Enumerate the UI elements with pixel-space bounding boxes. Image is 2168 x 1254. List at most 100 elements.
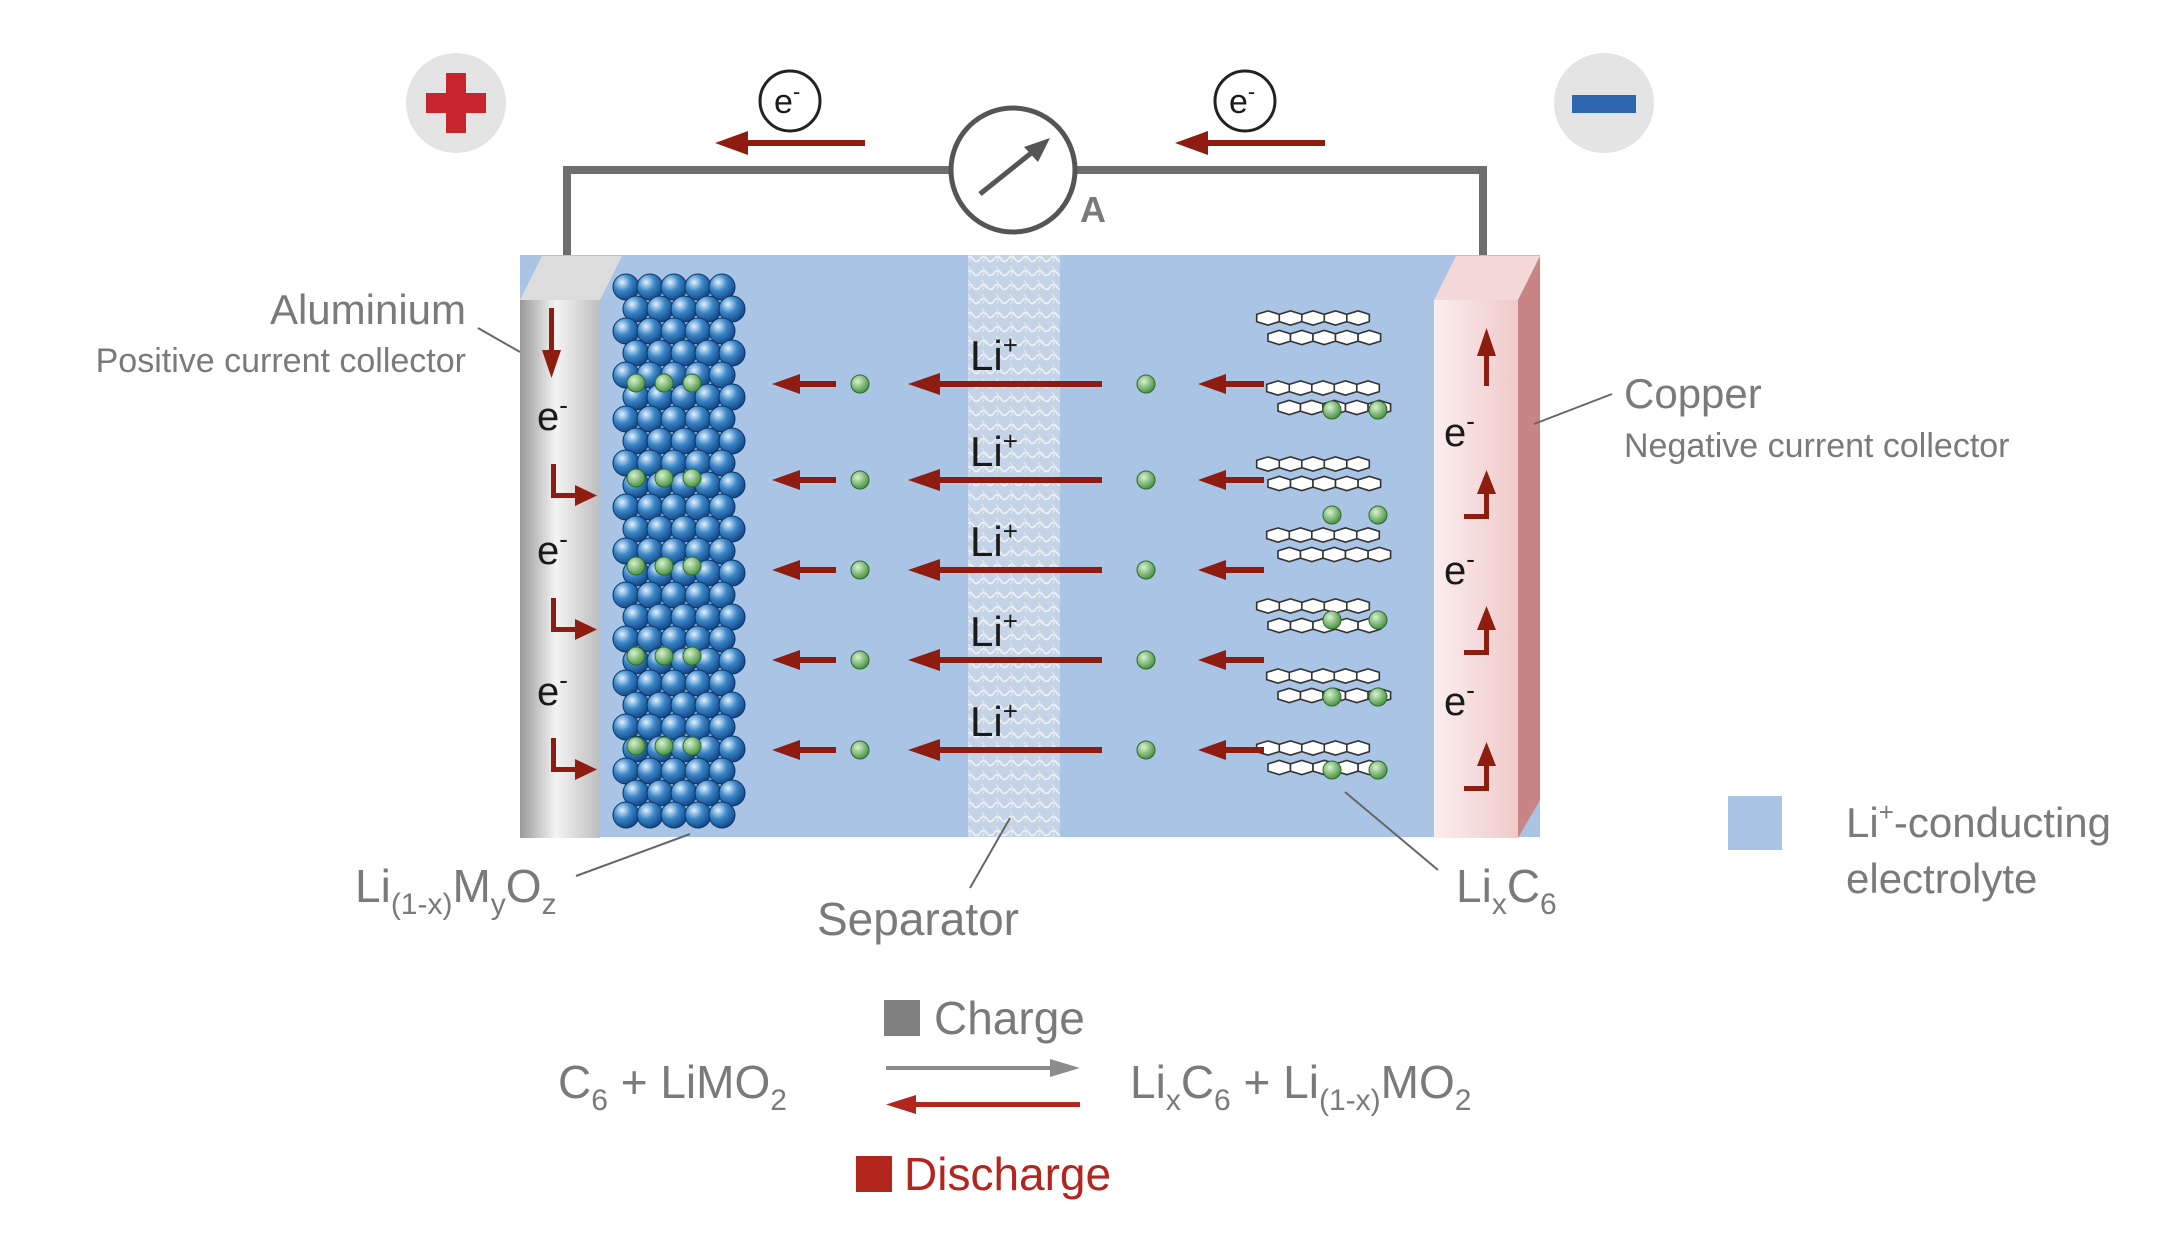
lithium-ion: [1368, 400, 1388, 420]
ammeter: A: [948, 105, 1106, 235]
lithium-ion: [654, 646, 674, 666]
positive-terminal: [406, 53, 506, 153]
reaction-left: C6 + LiMO2: [558, 1056, 787, 1117]
electron-label: e-: [1444, 406, 1475, 455]
graphite-layer: [1255, 310, 1382, 346]
wire-electron-right: e-: [1213, 69, 1277, 133]
metal-oxide-sphere: [612, 801, 640, 829]
li-ion-label: Li+: [970, 516, 1018, 565]
lithium-ion: [1368, 610, 1388, 630]
wire-electron-flow-arrows: [715, 131, 1325, 155]
graphite-layer: [1255, 456, 1382, 492]
discharge-arrow: [886, 1095, 1080, 1114]
li-ion-label: Li+: [970, 330, 1018, 379]
graphite-layer: [1265, 380, 1392, 416]
aluminium-current-collector: [520, 256, 622, 838]
copper-label: Copper: [1624, 370, 1762, 417]
lithium-ion: [1322, 610, 1342, 630]
electron-flow-arrow: [1464, 606, 1496, 655]
lithium-ion: [626, 736, 646, 756]
lithium-ion: [1322, 687, 1342, 707]
electron-label: e-: [1444, 675, 1475, 724]
ion-flow-row: Li+: [772, 330, 1264, 395]
lithium-ion: [1136, 374, 1156, 394]
lithium-ion: [654, 373, 674, 393]
ion-flow-row: Li+: [772, 606, 1264, 671]
metal-oxide-sphere: [684, 801, 712, 829]
lithium-ion: [682, 373, 702, 393]
electron-label: e-: [537, 524, 568, 573]
lithium-ion: [1136, 470, 1156, 490]
electron-flow-arrow: [1464, 742, 1496, 791]
electron-flow-arrow: [1477, 328, 1496, 386]
lithium-ion: [682, 468, 702, 488]
lithium-ion: [850, 374, 870, 394]
leader-lines: [477, 327, 1613, 889]
negative-terminal: [1554, 53, 1654, 153]
separator: [968, 255, 1060, 837]
lithium-ion: [626, 373, 646, 393]
electron-flow-arrow: [1464, 470, 1496, 519]
lithium-ion: [654, 468, 674, 488]
lithium-ion: [682, 556, 702, 576]
aluminium-label: Aluminium: [270, 286, 466, 333]
lithium-ion: [682, 646, 702, 666]
cathode-formula: Li(1-x)MyOz: [355, 860, 557, 921]
lithium-ion: [1368, 760, 1388, 780]
wire-electron-left: e-: [758, 69, 822, 133]
svg-text:e-: e-: [1229, 79, 1255, 121]
li-ion-label: Li+: [970, 696, 1018, 745]
collector-electrons: e-e-e-e-e-e-: [537, 308, 1496, 791]
minus-icon: [1572, 95, 1636, 113]
cathode-metal-oxide: [612, 273, 746, 829]
li-ion-label: Li+: [970, 426, 1018, 475]
lithium-ion: [1136, 560, 1156, 580]
ion-flow-row: Li+: [772, 426, 1264, 491]
ion-flow-row: Li+: [772, 696, 1264, 761]
lithium-ion: [1136, 740, 1156, 760]
reaction-right: LixC6 + Li(1-x)MO2: [1130, 1056, 1471, 1117]
metal-oxide-sphere: [636, 801, 664, 829]
lithium-ion: [1368, 687, 1388, 707]
lithium-ion: [1322, 505, 1342, 525]
metal-oxide-sphere: [660, 801, 688, 829]
charge-label: Charge: [934, 992, 1085, 1044]
metal-oxide-sphere: [708, 801, 736, 829]
positive-collector-label: Positive current collector: [96, 342, 466, 380]
plus-icon: [426, 73, 486, 133]
lithium-ion: [626, 556, 646, 576]
anode-formula: LixC6: [1456, 860, 1557, 921]
electrolyte-legend: Li+-conducting electrolyte: [1728, 796, 2111, 902]
lithium-ion: [1368, 505, 1388, 525]
discharge-label: Discharge: [904, 1148, 1111, 1200]
lithium-ion: [654, 736, 674, 756]
lithium-ion: [850, 560, 870, 580]
lithium-ion: [850, 740, 870, 760]
lithium-ion: [850, 650, 870, 670]
charge-arrow: [886, 1059, 1080, 1077]
electron-label: e-: [537, 665, 568, 714]
electron-flow-arrow: [551, 738, 597, 780]
svg-text:e-: e-: [774, 79, 800, 121]
electrolyte-legend-line2: electrolyte: [1846, 855, 2037, 902]
lithium-ion: [626, 468, 646, 488]
electron-label: e-: [537, 390, 568, 439]
lithium-ion: [1322, 400, 1342, 420]
lithium-ion: [682, 736, 702, 756]
reaction-equation: Charge C6 + LiMO2 LixC6 + Li(1-x)MO2 Dis…: [558, 992, 1471, 1200]
electron-label: e-: [1444, 544, 1475, 593]
ion-flow-row: Li+: [772, 516, 1264, 581]
charge-swatch: [884, 1000, 920, 1036]
electron-flow-arrow: [551, 598, 597, 640]
graphite-layer: [1265, 527, 1392, 563]
lithium-ion: [850, 470, 870, 490]
electron-flow-arrow: [551, 464, 597, 506]
ammeter-label: A: [1080, 189, 1106, 230]
lithium-ion: [654, 556, 674, 576]
anode-graphite: [1255, 310, 1392, 780]
separator-label: Separator: [817, 893, 1019, 945]
electrolyte-legend-line1: Li+-conducting: [1846, 797, 2111, 846]
copper-current-collector: [1434, 256, 1540, 838]
discharge-swatch: [856, 1156, 892, 1192]
